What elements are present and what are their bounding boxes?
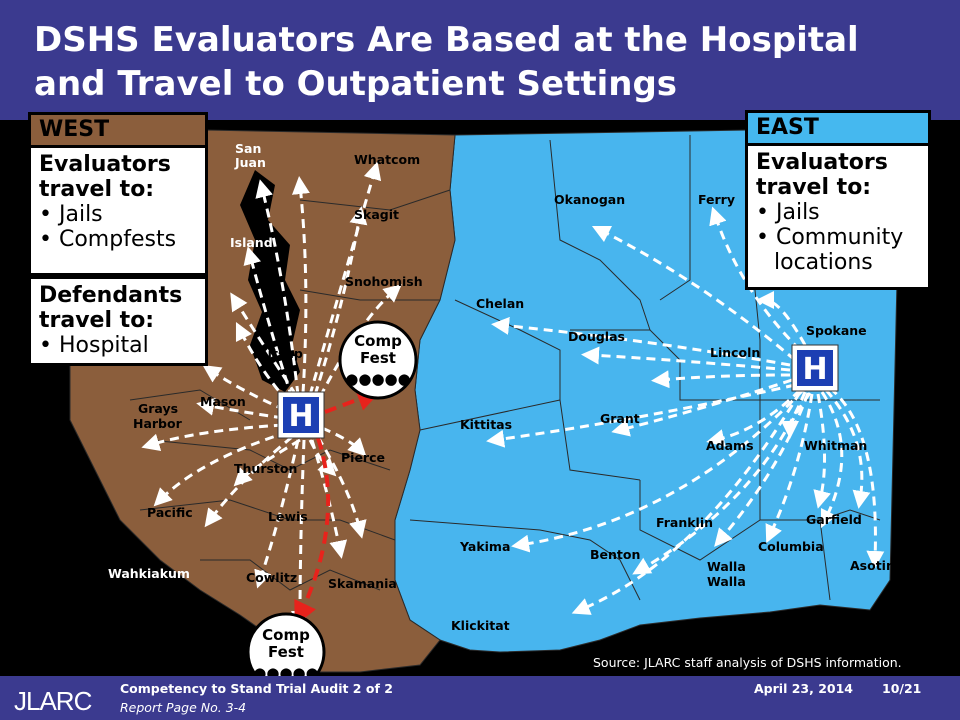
east-item-community: Community locations [756, 225, 920, 275]
east-list: Jails Community locations [756, 200, 920, 275]
county-skagit: Skagit [354, 207, 399, 222]
jlarc-logo: JLARC [14, 686, 92, 716]
county-adams: Adams [706, 438, 754, 453]
county-benton: Benton [590, 547, 640, 562]
county-spokane: Spokane [806, 323, 867, 338]
county-lincoln: Lincoln [710, 345, 760, 360]
footer-page-number: 10/21 [882, 681, 922, 696]
county-wahkiakum: Wahkiakum [108, 566, 190, 581]
county-walla: Walla [707, 559, 746, 574]
county-san-juan-1: San [235, 141, 261, 156]
compfest-arrows [294, 388, 382, 626]
footer-title: Competency to Stand Trial Audit 2 of 2 [120, 681, 393, 696]
county-garfield: Garfield [806, 512, 862, 527]
title-bar: DSHS Evaluators Are Based at the Hospita… [0, 0, 960, 120]
west-item-compfests: Compfests [39, 227, 197, 252]
hospital-icon-west: H [277, 391, 325, 439]
defendants-box: Defendants travel to: Hospital [28, 276, 208, 366]
county-klickitat: Klickitat [451, 618, 510, 633]
footer-bar [0, 676, 960, 720]
county-chelan: Chelan [476, 296, 524, 311]
county-franklin: Franklin [656, 515, 713, 530]
county-grays: Grays [138, 401, 178, 416]
west-legend-box: WEST Evaluators travel to: Jails Compfes… [28, 112, 208, 276]
west-arrows [141, 161, 402, 629]
county-walla-2: Walla [707, 574, 746, 589]
defendants-list: Hospital [39, 333, 197, 358]
west-list: Jails Compfests [39, 202, 197, 252]
county-grant: Grant [600, 411, 640, 426]
county-ferry: Ferry [698, 192, 735, 207]
county-yakima: Yakima [459, 539, 510, 554]
defendants-heading: Defendants travel to: [39, 283, 183, 333]
county-pierce: Pierce [341, 450, 385, 465]
east-heading: Evaluators travel to: [756, 150, 888, 200]
county-thurston: Thurston [234, 461, 297, 476]
county-snohomish: Snohomish [345, 274, 423, 289]
east-legend-box: EAST Evaluators travel to: Jails Communi… [745, 110, 931, 290]
county-kitsap: Kitsap [258, 346, 303, 361]
county-pacific: Pacific [147, 505, 193, 520]
svg-text:Comp: Comp [354, 332, 402, 350]
west-item-jails: Jails [39, 202, 197, 227]
county-columbia: Columbia [758, 539, 824, 554]
hospital-icon-east: H [791, 344, 839, 392]
county-kittitas: Kittitas [460, 417, 512, 432]
county-skamania: Skamania [328, 576, 397, 591]
footer-subtitle: Report Page No. 3-4 [120, 700, 247, 715]
defendants-item-hospital: Hospital [39, 333, 197, 358]
source-note: Source: JLARC staff analysis of DSHS inf… [593, 655, 902, 670]
county-whatcom: Whatcom [354, 152, 420, 167]
svg-text:H: H [802, 352, 827, 387]
county-san-juan-2: Juan [234, 155, 266, 170]
east-arrows [486, 206, 885, 615]
county-douglas: Douglas [568, 329, 625, 344]
svg-text:Fest: Fest [268, 643, 304, 661]
puget-sound [240, 170, 300, 392]
svg-text:H: H [288, 399, 313, 434]
county-labels: San Juan Whatcom Skagit Island Snohomish… [108, 141, 895, 633]
county-asotin: Asotin [850, 558, 895, 573]
svg-text:Fest: Fest [360, 349, 396, 367]
county-harbor: Harbor [133, 416, 183, 431]
county-mason: Mason [200, 394, 246, 409]
county-whitman: Whitman [804, 438, 867, 453]
footer-date: April 23, 2014 [754, 681, 853, 696]
county-island: Island [230, 235, 273, 250]
svg-text:Comp: Comp [262, 626, 310, 644]
west-label: WEST [31, 115, 205, 148]
svg-text:●●●●●: ●●●●● [345, 370, 410, 388]
east-label: EAST [748, 113, 928, 146]
west-heading: Evaluators travel to: [39, 152, 171, 202]
county-cowlitz: Cowlitz [246, 570, 297, 585]
county-okanogan: Okanogan [554, 192, 625, 207]
slide-title: DSHS Evaluators Are Based at the Hospita… [34, 20, 859, 104]
county-lewis: Lewis [268, 509, 308, 524]
east-item-jails: Jails [756, 200, 920, 225]
compfest-icon-north: Comp Fest ●●●●● [338, 320, 418, 400]
